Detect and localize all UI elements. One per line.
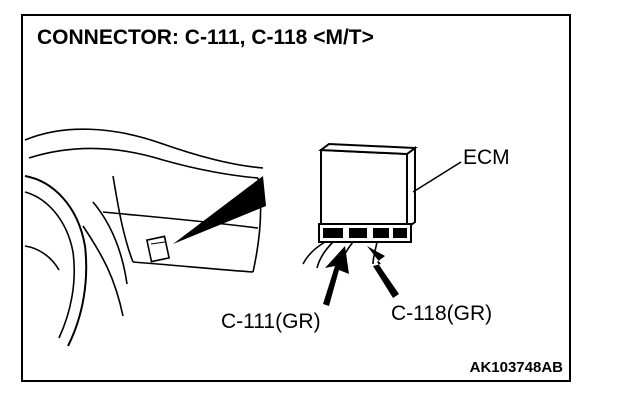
glovebox-bottom <box>132 261 254 273</box>
ecm-front-face <box>320 148 408 230</box>
diagram-frame: CONNECTOR: C-111, C-118 <M/T> <box>21 14 571 382</box>
ecm-side-face <box>406 146 416 230</box>
arrow-c118 <box>367 246 399 298</box>
c111-label: C-111(GR) <box>221 310 321 333</box>
connector-location-drawing: ECM C-111(GR) C-118(GR) <box>24 128 510 347</box>
steering-wheel <box>24 175 88 347</box>
arrow-c111 <box>323 246 349 306</box>
dashboard-lower-edge <box>102 211 259 229</box>
connector-on-panel <box>145 235 171 263</box>
ecm-label: ECM <box>463 146 510 169</box>
instrument-panel-illustration <box>24 128 264 347</box>
ecm-top-face <box>318 142 418 156</box>
diagram-title: CONNECTOR: C-111, C-118 <M/T> <box>37 26 374 49</box>
ecm-unit <box>318 142 418 243</box>
dashboard-underside <box>82 225 124 317</box>
glovebox-left <box>112 175 134 263</box>
dashboard-mid-edge <box>28 147 259 179</box>
c118-label: C-118(GR) <box>391 302 492 325</box>
ecm-leader-line <box>412 161 462 193</box>
steering-spoke <box>24 245 60 271</box>
figure-code: AK103748AB <box>469 359 563 376</box>
steering-wheel-inner <box>24 191 76 339</box>
steering-column <box>92 201 128 285</box>
callout-wedge <box>173 176 266 244</box>
dashboard-top-edge <box>24 128 264 169</box>
